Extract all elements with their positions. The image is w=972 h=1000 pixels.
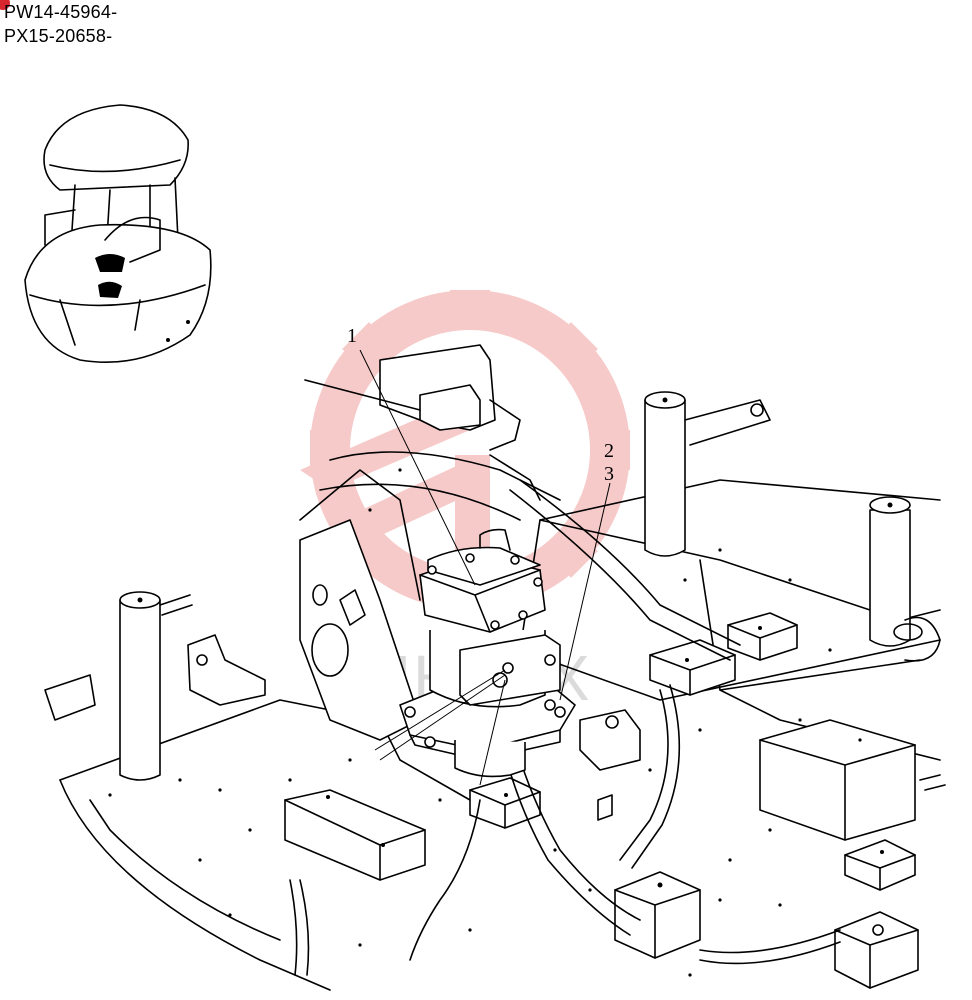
inset-machine-view: [24, 104, 212, 363]
frame-rivets: [108, 468, 862, 977]
swivel-joint-assembly: [399, 528, 576, 778]
leader-lines: [359, 349, 611, 786]
serial-range-2: PX15-20658-: [4, 26, 113, 46]
corner-marker: [0, 0, 10, 10]
serial-range-1: PW14-45964-: [4, 2, 118, 22]
callout-3: 3: [604, 463, 614, 485]
chassis-frame: [44, 344, 946, 991]
callout-2: 2: [604, 440, 614, 462]
callout-1: 1: [347, 325, 357, 347]
